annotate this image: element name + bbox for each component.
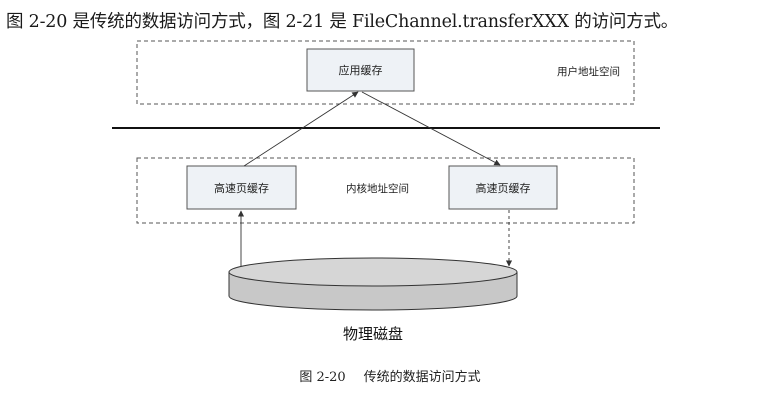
disk-label: 物理磁盘 [343,325,403,343]
user-space-label: 用户地址空间 [557,65,620,78]
app-cache-label: 应用缓存 [339,63,383,77]
page-cache-left-label: 高速页缓存 [214,181,269,195]
arrow-pagecache-to-appcache [243,91,359,167]
arrow-appcache-to-pagecache [361,91,501,166]
kernel-space-label: 内核地址空间 [346,182,409,195]
page-cache-right-node: 高速页缓存 [448,165,558,210]
kernel-space-region: 内核地址空间 [136,157,635,224]
caption-title: 传统的数据访问方式 [363,370,481,385]
caption-number: 图 2-20 [299,370,346,385]
page-cache-left-node: 高速页缓存 [186,165,297,210]
intro-paragraph: 图 2-20 是传统的数据访问方式，图 2-21 是 FileChannel.t… [6,12,679,32]
figure-caption: 图 2-20 传统的数据访问方式 [0,366,780,385]
page-cache-right-label: 高速页缓存 [476,181,531,195]
app-cache-node: 应用缓存 [306,48,415,92]
physical-disk-node: 物理磁盘 [228,257,518,343]
